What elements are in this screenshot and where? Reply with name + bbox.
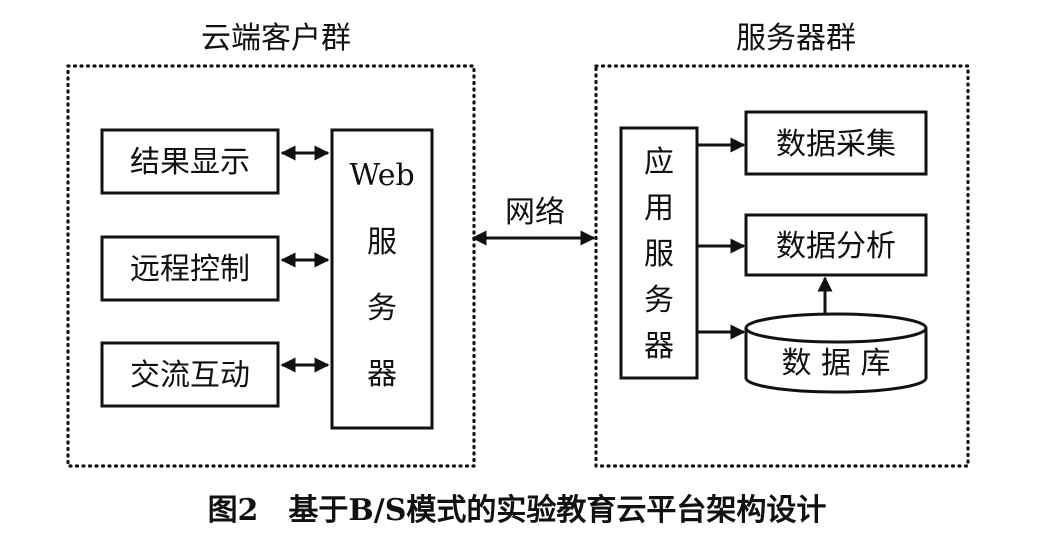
data-collection-label: 数据采集 (776, 127, 896, 162)
interaction-label: 交流互动 (130, 358, 250, 393)
server-group-container (594, 64, 970, 468)
data-collection-box (744, 110, 928, 176)
database-cylinder-top (744, 312, 928, 344)
remote-control-label: 远程控制 (130, 252, 250, 287)
client-group-container (66, 64, 476, 468)
web-server-label-line-1: Web (349, 158, 414, 193)
app-server-label-line-2: 用 (644, 191, 674, 226)
web-server-label-line-2: 服 (367, 225, 397, 260)
database-cylinder-body (744, 328, 928, 394)
data-analysis-label: 数据分析 (776, 229, 896, 264)
data-analysis-box (744, 213, 928, 277)
result-display-box (100, 128, 280, 195)
app-server-label-line-1: 应 (644, 145, 674, 180)
server-group-title: 服务器群 (736, 21, 856, 56)
remote-control-box (100, 235, 280, 302)
app-server-box (619, 126, 699, 380)
app-server-label-line-4: 务 (644, 283, 674, 318)
app-server-label-line-5: 器 (644, 329, 674, 364)
app-server-label-line-3: 服 (644, 237, 674, 272)
database-label: 数 据 库 (781, 346, 890, 381)
web-server-label-line-4: 器 (367, 357, 397, 392)
interaction-box (100, 341, 280, 408)
web-server-label-line-3: 务 (367, 291, 397, 326)
client-group-title: 云端客户群 (201, 21, 351, 56)
web-server-box (330, 128, 434, 430)
figure-caption: 图2 基于B/S模式的实验教育云平台架构设计 (208, 493, 827, 528)
result-display-label: 结果显示 (130, 145, 250, 180)
network-label: 网络 (505, 195, 565, 230)
